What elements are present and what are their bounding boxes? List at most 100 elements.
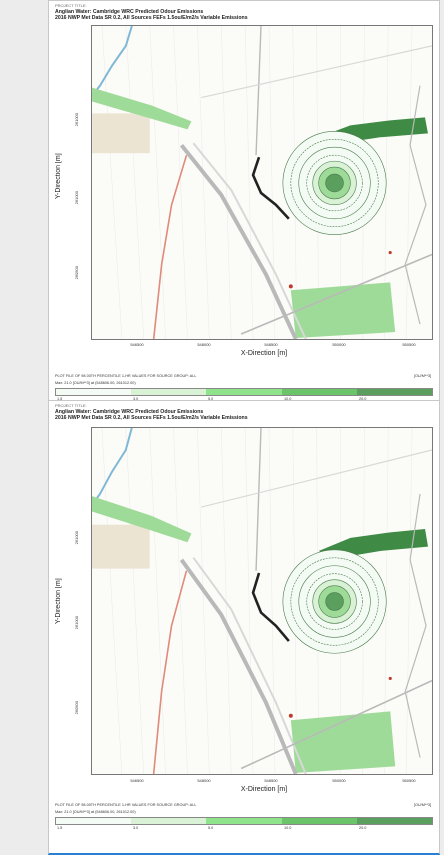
x-tick: 550500 [402, 342, 416, 347]
marker-point [288, 713, 293, 718]
x-tick: 548500 [264, 778, 278, 783]
y-axis-label: Y-Direction [m] [55, 578, 62, 624]
odour-contour-core [325, 173, 344, 193]
parcel-line [244, 428, 254, 774]
y-tick: 260500 [74, 701, 79, 715]
a-road [152, 570, 188, 774]
parcel-line [405, 428, 413, 774]
legend-swatch [56, 389, 132, 395]
legend-label: 3.0 [133, 397, 139, 401]
project-title-label: PROJECT TITLE: [55, 3, 87, 8]
y-tick: 261000 [74, 191, 79, 205]
x-tick: 548000 [197, 778, 211, 783]
legend-swatch [131, 818, 207, 824]
local-road [255, 428, 262, 571]
major-road [179, 143, 298, 339]
parallel-road [192, 142, 307, 339]
legend-label: 5.0 [208, 826, 214, 830]
y-tick: 261000 [74, 616, 79, 630]
x-tick: 548500 [264, 342, 278, 347]
concentration-legend [55, 817, 433, 825]
green-belt [92, 496, 192, 543]
marker-point [388, 250, 392, 255]
local-road [255, 26, 262, 156]
legend-label: 10.0 [284, 397, 292, 401]
parcel-line [173, 26, 188, 339]
x-axis-label: X-Direction [m] [240, 786, 288, 793]
plot-file-description: PLOT FILE OF 98.00TH PERCENTILE 1-HR VAL… [55, 374, 197, 378]
parcel-line [244, 26, 254, 339]
parcel-line [149, 26, 166, 339]
odour-contour-map[interactable] [91, 25, 433, 340]
y-tick: 261000 [74, 113, 79, 127]
odour-contour-ring [306, 154, 363, 212]
legend-label: 1.5 [57, 826, 63, 830]
x-tick: 550000 [332, 342, 346, 347]
odour-contour-core [325, 592, 344, 611]
boundary-road [404, 85, 427, 325]
concentration-legend [55, 388, 433, 396]
map-sheet-2: PROJECT TITLE: Anglian Water: Cambridge … [48, 400, 440, 855]
parcel-line [125, 26, 145, 339]
legend-label: 5.0 [208, 397, 214, 401]
parcel-line [173, 428, 188, 774]
x-axis-label: X-Direction [m] [240, 350, 288, 357]
local-road [201, 449, 432, 508]
legend-swatch [56, 818, 132, 824]
parcel-line [197, 26, 210, 339]
a-road [152, 154, 188, 339]
boundary-road [404, 493, 427, 758]
legend-swatch [281, 818, 357, 824]
project-title-label: PROJECT TITLE: [55, 403, 87, 408]
legend-swatch [206, 818, 282, 824]
x-tick: 550000 [332, 778, 346, 783]
odour-contour-ring [298, 146, 371, 220]
parallel-road [192, 557, 307, 774]
legend-label: 10.0 [284, 826, 292, 830]
odour-contour-ring [306, 573, 363, 630]
legend-label: 20.0 [359, 826, 367, 830]
x-tick: 546500 [130, 778, 144, 783]
x-tick: 546500 [130, 342, 144, 347]
sheet-title-line1: Anglian Water: Cambridge WRC Predicted O… [55, 9, 204, 15]
y-axis-label: Y-Direction [m] [55, 153, 62, 199]
units-label: [OU/M**3] [413, 374, 431, 378]
max-value-line: Max: 21.0 [OU/M**3] at (548606.00, 26101… [55, 810, 136, 814]
woodland [318, 529, 429, 558]
odour-contour-map[interactable] [91, 427, 433, 775]
railway [251, 156, 290, 220]
field-parcel [92, 113, 150, 154]
sheet-title-line2: 2016 NWP Met Data SR 0.2, All Sources FE… [55, 415, 248, 421]
units-label: [OU/M**3] [413, 803, 431, 807]
map-sheet-1: PROJECT TITLE: Anglian Water: Cambridge … [48, 0, 440, 403]
odour-contour-ring [290, 557, 379, 646]
max-value-line: Max: 21.0 [OU/M**3] at (548606.00, 26101… [55, 381, 136, 385]
local-road [201, 45, 432, 99]
legend-swatch [356, 818, 433, 824]
parcel-line [125, 428, 144, 774]
legend-swatch [356, 389, 433, 395]
y-tick: 261000 [74, 531, 79, 545]
river [92, 428, 133, 506]
parcel-line [268, 428, 276, 774]
green-field [290, 711, 396, 773]
marker-point [388, 676, 392, 681]
railway [251, 572, 290, 642]
sheet-title-line1: Anglian Water: Cambridge WRC Predicted O… [55, 409, 204, 415]
plot-file-description: PLOT FILE OF 98.00TH PERCENTILE 1-HR VAL… [55, 803, 197, 807]
parcel-line [197, 428, 210, 774]
odour-contour-ring [298, 565, 371, 638]
legend-swatch [131, 389, 207, 395]
local-road [240, 253, 432, 335]
marker-point [288, 284, 293, 289]
legend-label: 1.5 [57, 397, 63, 401]
parcel-line [268, 26, 276, 339]
green-belt [92, 87, 192, 130]
legend-label: 20.0 [359, 397, 367, 401]
sheet-title-line2: 2016 NWP Met Data SR 0.2, All Sources FE… [55, 15, 248, 21]
legend-swatch [206, 389, 282, 395]
y-tick: 260500 [74, 266, 79, 280]
river [92, 26, 133, 97]
major-road [179, 558, 298, 774]
odour-contour-ring [290, 138, 379, 228]
